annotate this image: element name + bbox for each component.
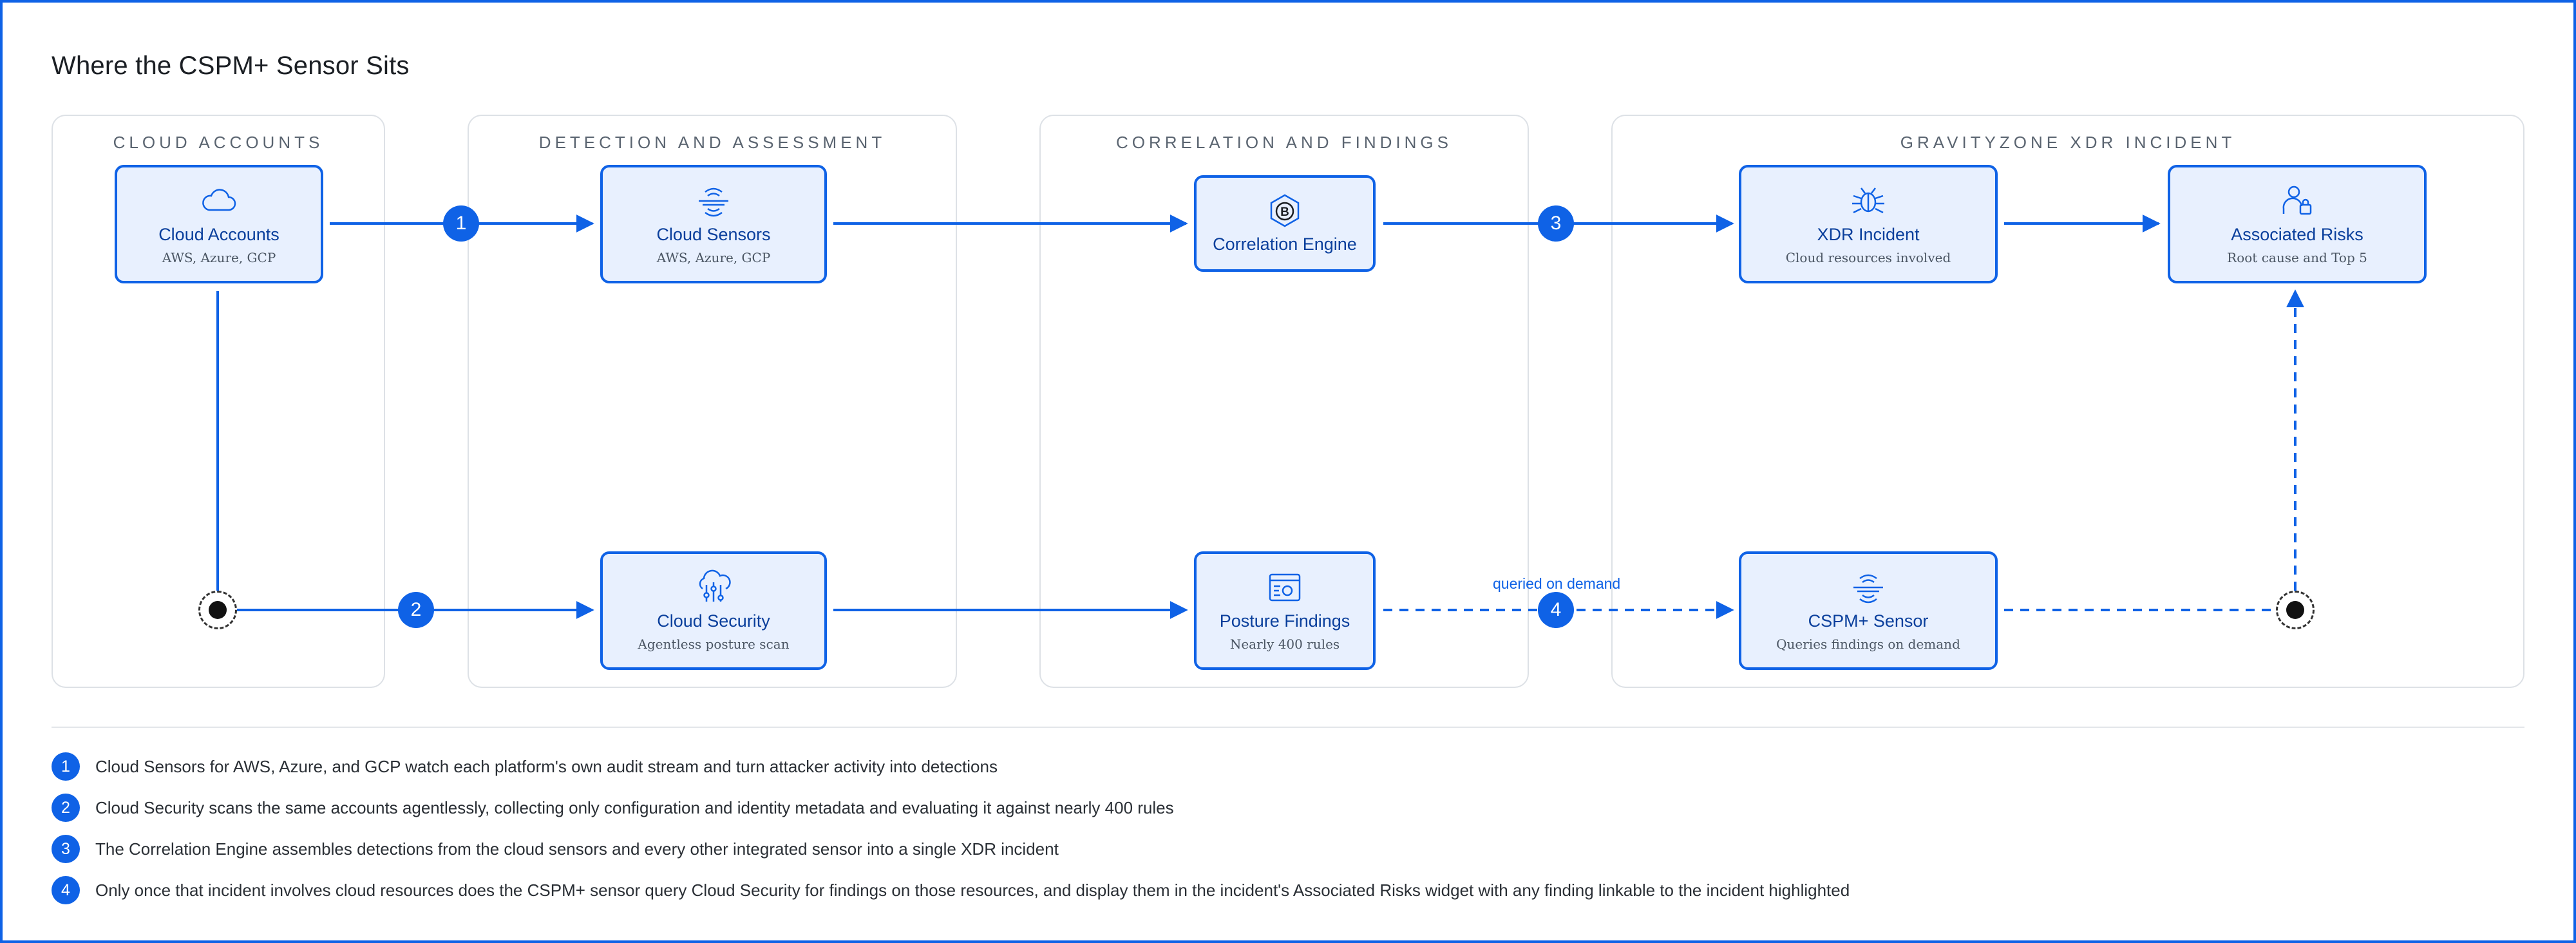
legend-badge: 1 (52, 752, 80, 781)
legend-text: Cloud Security scans the same accounts a… (95, 797, 1174, 817)
node-cloud-accounts[interactable]: Cloud Accounts AWS, Azure, GCP (115, 165, 323, 283)
bitdefender-logo-icon: B (1270, 194, 1300, 227)
user-risk-icon (2282, 186, 2312, 215)
node-subtitle: Queries findings on demand (1776, 636, 1960, 652)
edge-label-queried: queried on demand (1493, 575, 1621, 592)
node-title: Cloud Security (657, 611, 770, 631)
node-cspm-sensor[interactable]: CSPM+ Sensor Queries findings on demand (1739, 551, 1998, 670)
legend-item: 2 Cloud Security scans the same accounts… (52, 792, 1174, 823)
step-badge-3: 3 (1538, 205, 1574, 242)
legend-item: 4 Only once that incident involves cloud… (52, 875, 1850, 906)
node-cloud-sensors[interactable]: Cloud Sensors AWS, Azure, GCP (600, 165, 827, 283)
node-title: Posture Findings (1219, 611, 1350, 631)
node-subtitle: Nearly 400 rules (1229, 636, 1340, 652)
legend-text: Only once that incident involves cloud r… (95, 880, 1850, 900)
node-correlation-engine[interactable]: B Correlation Engine (1194, 175, 1376, 272)
node-subtitle: AWS, Azure, GCP (162, 250, 276, 266)
node-posture-findings[interactable]: Posture Findings Nearly 400 rules (1194, 551, 1376, 670)
legend-divider (52, 727, 2524, 728)
junction-right (2276, 591, 2315, 629)
bug-icon (1852, 187, 1884, 213)
svg-text:B: B (1280, 205, 1289, 219)
node-subtitle: AWS, Azure, GCP (656, 250, 771, 266)
legend-badge: 3 (52, 835, 80, 863)
node-title: Cloud Accounts (158, 224, 279, 244)
cloud-icon (202, 189, 236, 211)
node-associated-risks[interactable]: Associated Risks Root cause and Top 5 (2168, 165, 2427, 283)
node-title: CSPM+ Sensor (1808, 611, 1929, 631)
node-title: Associated Risks (2231, 224, 2363, 244)
legend-badge: 4 (52, 876, 80, 904)
node-title: Cloud Sensors (656, 224, 771, 244)
junction-left (198, 591, 237, 629)
node-subtitle: Root cause and Top 5 (2227, 250, 2367, 266)
legend-item: 1 Cloud Sensors for AWS, Azure, and GCP … (52, 751, 998, 782)
node-xdr-incident[interactable]: XDR Incident Cloud resources involved (1739, 165, 1998, 283)
node-cloud-security[interactable]: Cloud Security Agentless posture scan (600, 551, 827, 670)
browser-gear-icon (1269, 573, 1301, 602)
sensor-icon (699, 187, 728, 217)
node-title: XDR Incident (1817, 224, 1920, 244)
step-badge-2: 2 (398, 592, 434, 628)
diagram-title: Where the CSPM+ Sensor Sits (52, 52, 410, 80)
node-subtitle: Agentless posture scan (638, 636, 790, 652)
section-title: DETECTION AND ASSESSMENT (538, 133, 886, 152)
cloud-settings-icon (699, 569, 731, 602)
section-title: CLOUD ACCOUNTS (113, 133, 324, 152)
node-title: Correlation Engine (1213, 234, 1357, 254)
section-title: CORRELATION AND FINDINGS (1115, 133, 1452, 152)
sensor-icon (1853, 574, 1883, 604)
step-badge-1: 1 (443, 205, 479, 242)
step-badge-4: 4 (1538, 592, 1574, 628)
node-subtitle: Cloud resources involved (1785, 250, 1951, 266)
section-title: GRAVITYZONE XDR INCIDENT (1900, 133, 2236, 152)
legend-item: 3 The Correlation Engine assembles detec… (52, 833, 1059, 864)
legend-badge: 2 (52, 794, 80, 822)
legend-text: The Correlation Engine assembles detecti… (95, 839, 1059, 859)
legend-text: Cloud Sensors for AWS, Azure, and GCP wa… (95, 756, 998, 776)
